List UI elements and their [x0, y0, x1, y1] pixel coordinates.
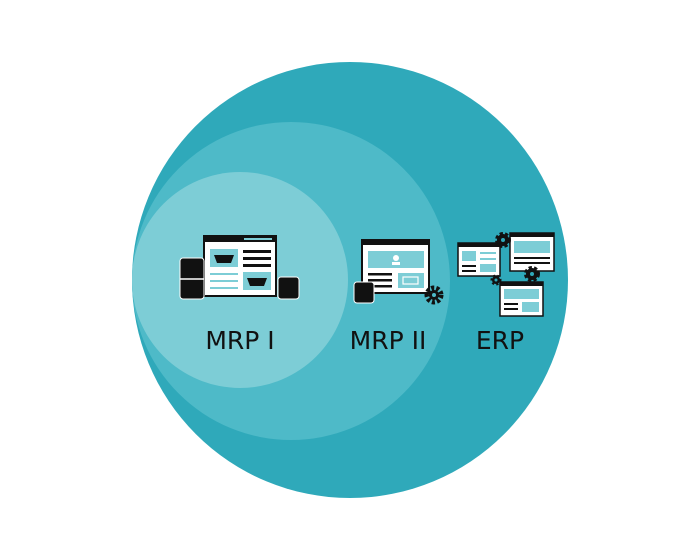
mrp2-label: MRP II: [350, 326, 427, 355]
erp-label: ERP: [476, 326, 524, 355]
mrp1-label: MRP I: [205, 326, 274, 355]
erp-icon: [457, 232, 555, 317]
mrp1-icon: [179, 235, 300, 300]
mrp2-icon: [353, 239, 444, 305]
